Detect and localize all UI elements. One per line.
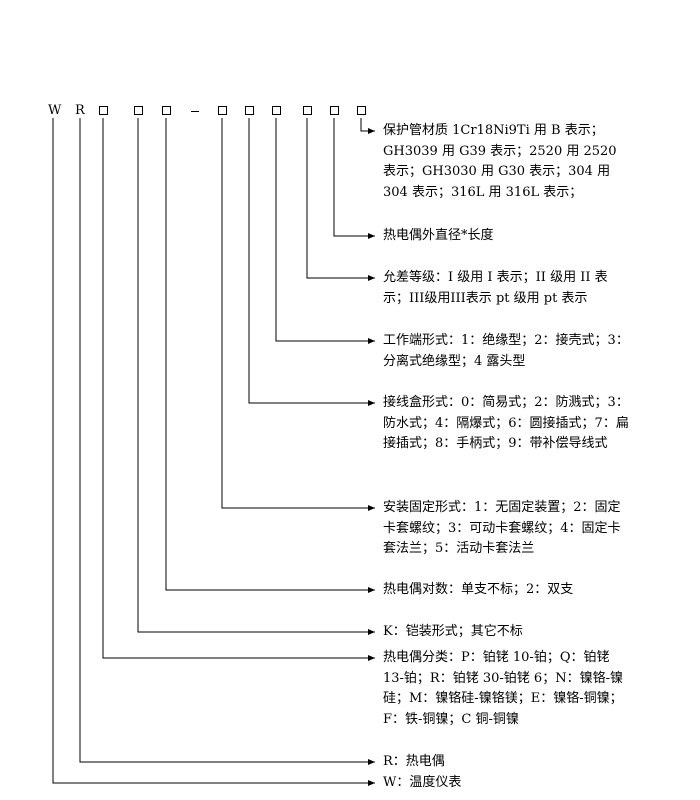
desc-classification: 热电偶分类：P：铂铑 10-铂；Q：铂铑 13-铂；R：铂铑 30-铂铑 6；N… (383, 650, 623, 727)
connector-junction-type (275, 118, 375, 344)
code-box-pair-count (162, 106, 171, 115)
connector-terminal-box (248, 118, 375, 406)
desc-diameter-length: 热电偶外直径*长度 (383, 228, 494, 243)
code-box-terminal-box (245, 106, 254, 115)
connector-thermocouple (79, 118, 375, 765)
code-box-classification (99, 106, 108, 115)
code-letter-w: W (48, 103, 62, 118)
connector-tolerance-grade (306, 118, 375, 281)
code-box-diameter-length (330, 106, 339, 115)
code-box-armored (134, 106, 143, 115)
code-box-mounting (218, 106, 227, 115)
desc-terminal-box: 接线盒形式：0：简易式；2：防溅式；3：防水式；4：隔爆式；6：圆接插式；7：扁… (383, 395, 629, 451)
code-separator-text: - (190, 102, 194, 117)
connector-classification (102, 118, 375, 661)
connector-temperature-instrument (52, 118, 375, 786)
desc-pair-count: 热电偶对数：单支不标；2：双支 (383, 582, 574, 597)
connector-armored (137, 118, 375, 635)
code-box-junction-type (272, 106, 281, 115)
code-box-protection-tube (357, 106, 366, 115)
connector-pair-count (165, 118, 375, 593)
desc-temperature-instrument: W：温度仪表 (383, 775, 462, 790)
connector-protection-tube (360, 118, 375, 134)
code-letter-r: R (75, 103, 85, 118)
desc-mounting: 安装固定形式：1：无固定装置；2：固定卡套螺纹；3：可动卡套螺纹；4：固定卡套法… (383, 500, 621, 556)
desc-protection-tube: 保护管材质 1Cr18Ni9Ti 用 B 表示；GH3039 用 G39 表示；… (383, 123, 617, 200)
connector-mounting (221, 118, 375, 511)
code-box-tolerance-grade (303, 106, 312, 115)
desc-junction-type: 工作端形式：1：绝缘型；2：接壳式；3：分离式绝缘型；4 露头型 (383, 333, 629, 369)
code-separator (191, 111, 199, 112)
desc-armored: K：铠装形式；其它不标 (383, 624, 523, 639)
desc-tolerance-grade: 允差等级：I 级用 I 表示；II 级用 II 表示；III级用III表示 pt… (383, 270, 608, 306)
desc-thermocouple: R：热电偶 (383, 754, 445, 769)
connector-diameter-length (333, 118, 375, 239)
